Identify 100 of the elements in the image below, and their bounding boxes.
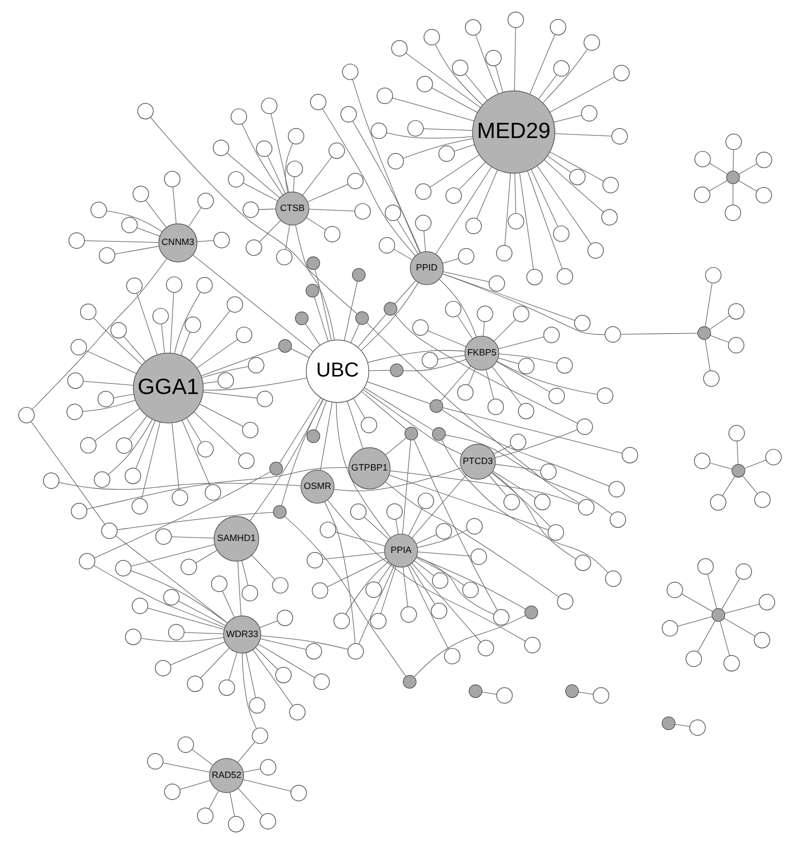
node-circle	[465, 218, 482, 234]
connector	[222, 590, 235, 618]
node-circle	[228, 816, 244, 832]
connector	[192, 254, 314, 352]
node-circle	[508, 12, 524, 28]
node-circle: PPID	[410, 251, 444, 286]
node-circle	[256, 140, 272, 157]
connector	[408, 508, 423, 536]
node-circle	[278, 339, 292, 353]
node-circle	[246, 239, 262, 256]
connector	[724, 618, 756, 636]
node-circle	[306, 429, 320, 444]
node-circle	[230, 108, 248, 125]
node-circle	[376, 88, 394, 104]
connector	[440, 366, 472, 402]
node-circle	[68, 232, 85, 249]
node-circle	[488, 275, 506, 292]
connector	[140, 637, 224, 642]
connector	[242, 653, 257, 730]
connector	[402, 440, 412, 534]
connector	[228, 652, 238, 680]
connector	[529, 34, 556, 94]
node-circle	[602, 176, 619, 194]
node-circle	[400, 606, 417, 623]
connector	[243, 779, 292, 792]
connector	[416, 557, 464, 586]
node-circle: CNNM3	[158, 223, 198, 262]
connector	[498, 336, 544, 350]
node-circle	[550, 18, 566, 36]
node-circle	[125, 628, 142, 646]
connector	[442, 273, 576, 321]
node-circle	[116, 437, 132, 454]
connector	[430, 154, 480, 188]
connector	[290, 348, 310, 358]
connector	[350, 324, 360, 344]
node-circle	[756, 152, 772, 168]
node-circle	[605, 570, 622, 587]
node-circle	[430, 602, 448, 620]
node-circle	[384, 204, 402, 221]
node-circle	[328, 142, 345, 159]
node-circle	[276, 610, 294, 626]
node-circle	[152, 308, 169, 324]
connector	[360, 282, 419, 351]
node-circle	[438, 145, 455, 162]
node-circle	[556, 357, 573, 374]
node-circle	[370, 612, 387, 630]
connector	[161, 324, 165, 354]
connector	[352, 398, 366, 418]
node-circle	[289, 704, 306, 720]
connector	[305, 324, 320, 346]
node-circle	[758, 594, 776, 610]
node-circle	[365, 582, 382, 598]
node-circle: GTPBP1	[348, 447, 391, 490]
connector	[367, 350, 466, 363]
connector	[439, 279, 477, 338]
connector	[406, 52, 481, 108]
node-circle	[728, 303, 744, 320]
connector	[94, 408, 140, 441]
node-circle	[313, 674, 330, 690]
node-circle	[622, 446, 638, 464]
connector	[366, 381, 430, 404]
connector	[414, 439, 498, 611]
connector	[186, 418, 202, 443]
connector	[255, 647, 278, 670]
node-circle	[391, 40, 408, 57]
node-circle	[186, 676, 204, 692]
connector	[385, 437, 407, 456]
node-circle	[121, 216, 138, 234]
connector	[444, 434, 612, 515]
connector	[336, 402, 391, 538]
connector	[362, 389, 462, 455]
node-circle	[754, 492, 771, 508]
node-circle	[166, 276, 182, 293]
connector	[704, 282, 712, 327]
connector	[178, 600, 226, 626]
node-circle	[543, 326, 560, 344]
node-circle	[124, 468, 142, 484]
node-circle	[333, 612, 350, 630]
connector	[145, 200, 166, 228]
connector	[172, 186, 176, 224]
node-circle	[430, 399, 444, 413]
connector	[347, 400, 364, 449]
node-circle	[662, 716, 676, 730]
node-circle	[765, 448, 782, 466]
node-circle	[694, 150, 711, 168]
connector	[308, 208, 356, 212]
node-circle	[724, 204, 742, 222]
connector	[250, 398, 324, 522]
node-circle	[378, 237, 396, 254]
connector	[182, 420, 210, 486]
connector	[202, 378, 308, 391]
node-circle	[273, 505, 287, 519]
connector	[410, 564, 436, 605]
connector	[495, 464, 541, 471]
connector	[361, 391, 407, 430]
connector	[402, 138, 474, 159]
connector	[32, 258, 167, 410]
connector	[710, 462, 732, 470]
connector	[116, 536, 228, 623]
node-circle	[236, 326, 252, 344]
